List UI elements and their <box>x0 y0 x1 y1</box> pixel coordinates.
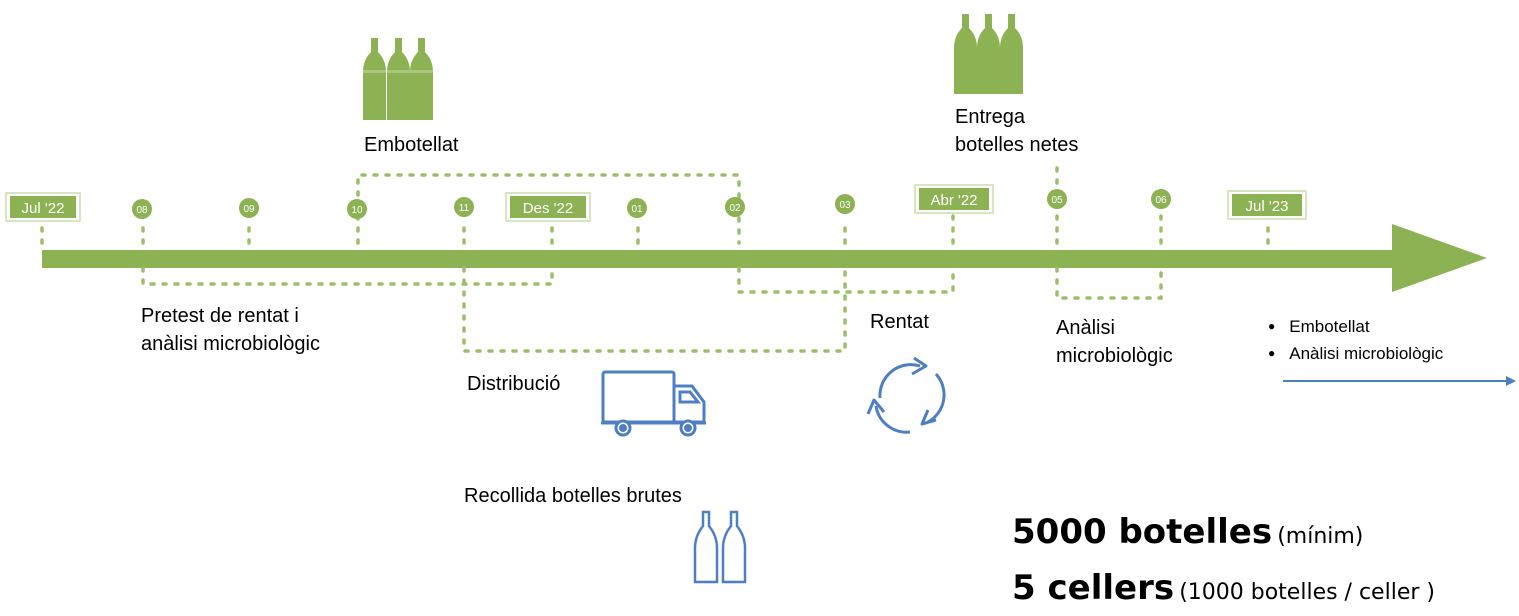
label-embotellat: Embotellat <box>364 134 459 156</box>
label-analisi: Anàlisi microbiològic <box>1056 314 1173 370</box>
label-rentat: Rentat <box>870 311 929 333</box>
legend: Embotellat Anàlisi microbiològic <box>1268 314 1443 368</box>
major-month-tags: Jul '22 Des '22 Abr '22 Jul '23 <box>5 184 1307 222</box>
bracket-distribucio <box>462 266 847 353</box>
dot-08: 08 <box>136 205 148 216</box>
label-pretest-line1: Pretest de rentat i <box>141 305 299 327</box>
bottles-icon <box>954 14 1023 94</box>
summary-cellers-note: (1000 botelles / celler ) <box>1179 580 1435 605</box>
tag-abr-22: Abr '22 <box>930 192 977 209</box>
legend-item-analisi: Anàlisi microbiològic <box>1268 341 1443 368</box>
tag-jul-23: Jul '23 <box>1246 198 1289 215</box>
dot-05: 05 <box>1051 195 1063 206</box>
summary-bottles-count: 5000 botelles <box>1012 512 1273 552</box>
bottles-icon <box>363 38 433 120</box>
label-entrega-line1: Entrega <box>955 106 1026 128</box>
label-analisi-line2: microbiològic <box>1056 345 1173 367</box>
label-distribucio: Distribució <box>467 373 561 395</box>
recycle-icon <box>866 356 946 434</box>
label-entrega: Entrega botelles netes <box>955 103 1078 159</box>
legend-item-embotellat: Embotellat <box>1268 314 1443 341</box>
legend-arrow <box>1283 376 1516 386</box>
timeline-arrow <box>42 224 1487 292</box>
dot-02: 02 <box>729 203 741 214</box>
label-recollida: Recollida botelles brutes <box>464 485 682 507</box>
bracket-pretest <box>141 266 554 286</box>
dot-01: 01 <box>631 204 643 215</box>
tag-des-22: Des '22 <box>523 200 573 217</box>
tag-jul-22: Jul '22 <box>22 200 65 217</box>
month-dot-labels: 08 09 10 11 01 02 03 05 06 <box>136 195 1167 216</box>
dot-09: 09 <box>243 204 255 215</box>
dot-10: 10 <box>351 205 363 216</box>
truck-icon <box>601 370 706 437</box>
bracket-analisi <box>1055 266 1163 300</box>
bracket-rentat <box>737 266 955 294</box>
dot-11: 11 <box>459 203 470 214</box>
empty-bottles-icon <box>693 510 747 584</box>
month-dots <box>132 189 1171 219</box>
dot-06: 06 <box>1155 195 1167 206</box>
dot-03: 03 <box>839 200 851 211</box>
label-analisi-line1: Anàlisi <box>1056 317 1115 339</box>
label-pretest: Pretest de rentat i anàlisi microbiològi… <box>141 302 320 358</box>
summary-bottles-note: (mínim) <box>1277 524 1364 549</box>
summary-cellers: 5 cellers (1000 botelles / celler ) <box>1012 568 1435 608</box>
summary-bottles: 5000 botelles (mínim) <box>1012 512 1363 552</box>
label-pretest-line2: anàlisi microbiològic <box>141 333 320 355</box>
label-entrega-line2: botelles netes <box>955 134 1079 156</box>
summary-cellers-count: 5 cellers <box>1012 568 1175 608</box>
